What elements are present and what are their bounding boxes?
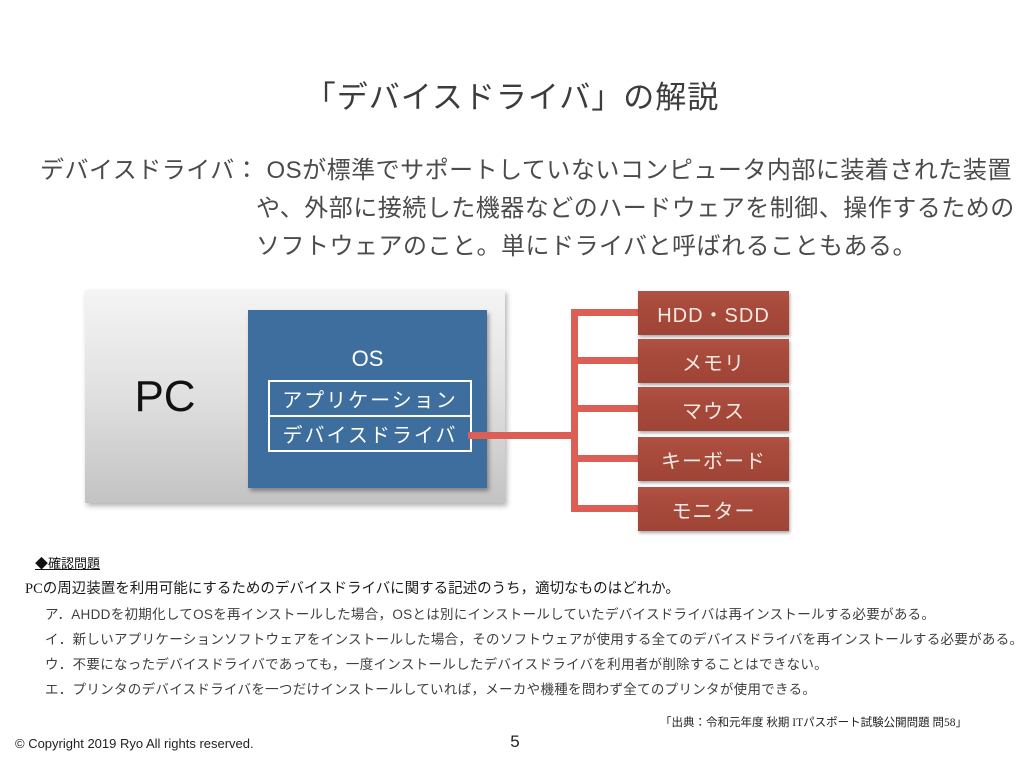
device-box-keyboard: キーボード [638, 437, 789, 481]
quiz-question: PCの周辺装置を利用可能にするためのデバイスドライバに関する記述のうち，適切なも… [25, 581, 680, 597]
connector-stub-memory [571, 357, 638, 364]
quiz-option-a: ア．AHDDを初期化してOSを再インストールした場合，OSとは別にインストールし… [45, 607, 936, 622]
device-box-mouse: マウス [638, 387, 789, 431]
quiz-option-i: イ．新しいアプリケーションソフトウェアをインストールした場合，そのソフトウェアが… [45, 632, 1024, 647]
quiz-option-e: エ．プリンタのデバイスドライバを一つだけインストールしていれば，メーカや機種を問… [45, 682, 817, 697]
connector-stub-hdd [571, 309, 638, 316]
source-citation: 「出典：令和元年度 秋期 ITパスポート試験公開問題 問58」 [660, 717, 967, 729]
page-title: 「デバイスドライバ」の解説 [304, 80, 720, 115]
pc-label: PC [134, 372, 196, 421]
quiz-heading: ◆確認問題 [35, 556, 101, 571]
definition-line-2: や、外部に接続した機器などのハードウェアを制御、操作するための [256, 195, 1015, 222]
device-box-memory: メモリ [638, 339, 789, 383]
definition-line-3: ソフトウェアのこと。単にドライバと呼ばれることもある。 [256, 233, 918, 260]
os-box [248, 310, 487, 488]
device-box-hdd-sdd: HDD・SDD [638, 291, 789, 335]
os-label: OS [351, 346, 384, 371]
connector-stub-monitor [571, 505, 638, 512]
connector-main-line [468, 432, 578, 439]
connector-stub-mouse [571, 405, 638, 412]
page-number: 5 [510, 732, 520, 751]
definition-line-1: デバイスドライバ： OSが標準でサポートしていないコンピュータ内部に装着された装… [40, 157, 1012, 184]
connector-stub-keyboard [571, 455, 638, 462]
copyright-notice: © Copyright 2019 Ryo All rights reserved… [15, 736, 254, 751]
device-box-monitor: モニター [638, 487, 789, 531]
layer-device-driver: デバイスドライバ [268, 415, 472, 452]
layer-application: アプリケーション [268, 380, 472, 417]
quiz-option-u: ウ．不要になったデバイスドライバであっても，一度インストールしたデバイスドライバ… [45, 657, 828, 672]
